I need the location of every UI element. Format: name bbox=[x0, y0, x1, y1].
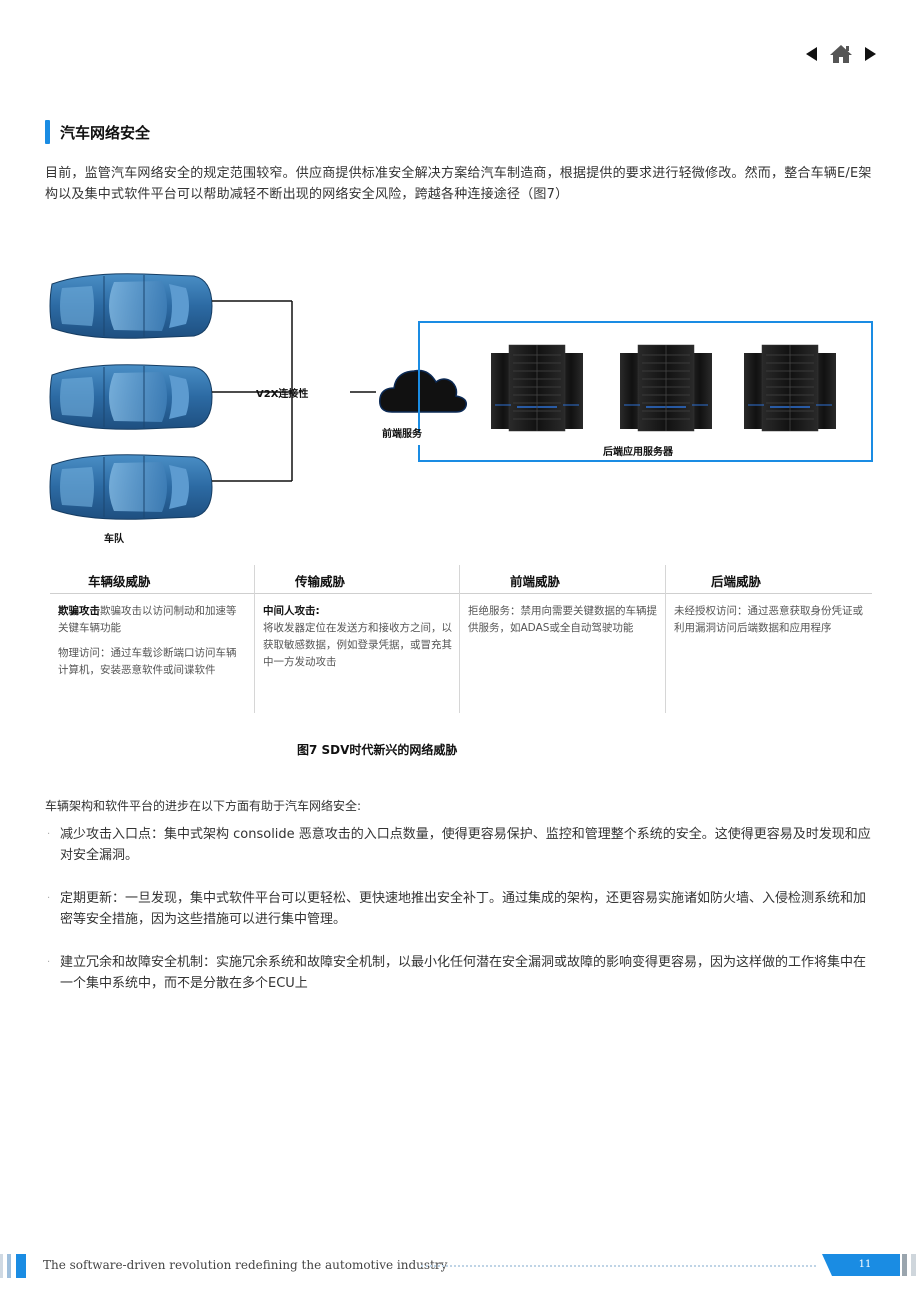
intro-paragraph: 目前，监管汽车网络安全的规定范围较窄。供应商提供标准安全解决方案给汽车制造商，根… bbox=[45, 166, 872, 202]
threat-column-header: 前端威胁 bbox=[460, 565, 666, 594]
list-item-text: 定期更新：一旦发现，集中式软件平台可以更轻松、更快速地推出安全补丁。通过集成的架… bbox=[60, 891, 867, 927]
diagram-graphics bbox=[49, 273, 873, 520]
threat-column-header: 传输威胁 bbox=[255, 565, 460, 594]
threat-column-transport: 传输威胁 中间人攻击: 将收发器定位在发送方和接收方之间，以获取敏感数据，例如登录… bbox=[254, 565, 460, 713]
threat-column-body: 拒绝服务：禁用向需要关键数据的车辆提供服务，如ADAS或全自动驾驶功能 bbox=[468, 603, 658, 645]
bullet-icon: · bbox=[47, 957, 51, 968]
section-accent-bar bbox=[45, 120, 50, 144]
footer-stripes-right-icon bbox=[902, 1254, 916, 1276]
page-navigation bbox=[804, 43, 878, 65]
next-arrow-icon[interactable] bbox=[862, 43, 878, 65]
lead-paragraph: 车辆架构和软件平台的进步在以下方面有助于汽车网络安全: bbox=[45, 799, 362, 813]
threat-header-label: 前端威胁 bbox=[510, 574, 561, 589]
car-icon bbox=[49, 364, 213, 430]
threat-item-text: 未经授权访问：通过恶意获取身份凭证或利用漏洞访问后端数据和应用程序 bbox=[674, 605, 863, 634]
server-icon bbox=[619, 344, 713, 432]
list-item-text: 建立冗余和故障安全机制：实施冗余系统和故障安全机制，以最小化任何潜在安全漏洞或故… bbox=[60, 955, 867, 991]
threat-column-header: 车辆级威胁 bbox=[50, 565, 254, 594]
list-item: · 建立冗余和故障安全机制：实施冗余系统和故障安全机制，以最小化任何潜在安全漏洞或… bbox=[45, 952, 875, 994]
bullet-icon: · bbox=[47, 893, 51, 904]
list-item: · 定期更新：一旦发现，集中式软件平台可以更轻松、更快速地推出安全补丁。通过集成的… bbox=[45, 888, 875, 930]
threat-item-text: 欺骗攻击以访问制动和加速等关键车辆功能 bbox=[58, 605, 237, 634]
footer-title: The software-driven revolution redefinin… bbox=[43, 1258, 448, 1272]
cloud-icon bbox=[379, 369, 468, 413]
threat-column-backend: 后端威胁 未经授权访问：通过恶意获取身份凭证或利用漏洞访问后端数据和应用程序 bbox=[665, 565, 872, 713]
prev-arrow-icon[interactable] bbox=[804, 43, 820, 65]
threat-column-body: 未经授权访问：通过恶意获取身份凭证或利用漏洞访问后端数据和应用程序 bbox=[674, 603, 864, 645]
backend-label: 后端应用服务器 bbox=[603, 447, 673, 458]
threat-column-header: 后端威胁 bbox=[666, 565, 872, 594]
server-icon bbox=[743, 344, 837, 432]
page-number: 11 bbox=[858, 1259, 872, 1270]
footer-divider bbox=[421, 1265, 816, 1267]
footer-stripes-icon bbox=[0, 1254, 30, 1278]
list-item: · 减少攻击入口点：集中式架构 consolide 恶意攻击的入口点数量，使得更容… bbox=[45, 824, 875, 866]
threat-item-title: 中间人攻击: bbox=[263, 605, 320, 617]
threat-column-vehicle: 车辆级威胁 欺骗攻击欺骗攻击以访问制动和加速等关键车辆功能 物理访问：通过车载诊… bbox=[50, 565, 254, 713]
threat-header-label: 后端威胁 bbox=[711, 574, 762, 589]
page-badge bbox=[822, 1254, 900, 1276]
threat-diagram: 车队 V2X连接性 前端服务 后端应用服务器 bbox=[0, 250, 920, 550]
threat-item-title: 欺骗攻击 bbox=[58, 605, 100, 617]
threat-column-frontend: 前端威胁 拒绝服务：禁用向需要关键数据的车辆提供服务，如ADAS或全自动驾驶功能 bbox=[459, 565, 666, 713]
server-icon bbox=[490, 344, 584, 432]
bullet-icon: · bbox=[47, 829, 51, 840]
bullet-list: · 减少攻击入口点：集中式架构 consolide 恶意攻击的入口点数量，使得更容… bbox=[45, 824, 875, 1016]
list-item-text: 减少攻击入口点：集中式架构 consolide 恶意攻击的入口点数量，使得更容易… bbox=[60, 827, 871, 863]
fleet-label: 车队 bbox=[104, 534, 124, 545]
figure-caption: 图7 SDV时代新兴的网络威胁 bbox=[297, 743, 458, 757]
threat-item-text: 将收发器定位在发送方和接收方之间，以获取敏感数据，例如登录凭据，或冒充其中一方发… bbox=[263, 622, 452, 668]
threat-item-text: 拒绝服务：禁用向需要关键数据的车辆提供服务，如ADAS或全自动驾驶功能 bbox=[468, 605, 657, 634]
threats-table: 车辆级威胁 欺骗攻击欺骗攻击以访问制动和加速等关键车辆功能 物理访问：通过车载诊… bbox=[50, 565, 872, 715]
threat-header-label: 传输威胁 bbox=[295, 574, 346, 589]
section-title: 汽车网络安全 bbox=[60, 124, 151, 142]
threat-header-label: 车辆级威胁 bbox=[88, 574, 151, 589]
frontend-label: 前端服务 bbox=[382, 429, 422, 440]
threat-column-body: 欺骗攻击欺骗攻击以访问制动和加速等关键车辆功能 物理访问：通过车载诊断端口访问车… bbox=[58, 603, 246, 687]
car-icon bbox=[49, 454, 213, 520]
threat-item-text: 物理访问：通过车载诊断端口访问车辆计算机，安装恶意软件或间谍软件 bbox=[58, 647, 237, 676]
v2x-label: V2X连接性 bbox=[256, 389, 309, 400]
home-icon[interactable] bbox=[828, 43, 854, 65]
car-icon bbox=[49, 273, 213, 339]
threat-column-body: 中间人攻击: 将收发器定位在发送方和接收方之间，以获取敏感数据，例如登录凭据，或冒… bbox=[263, 603, 452, 679]
